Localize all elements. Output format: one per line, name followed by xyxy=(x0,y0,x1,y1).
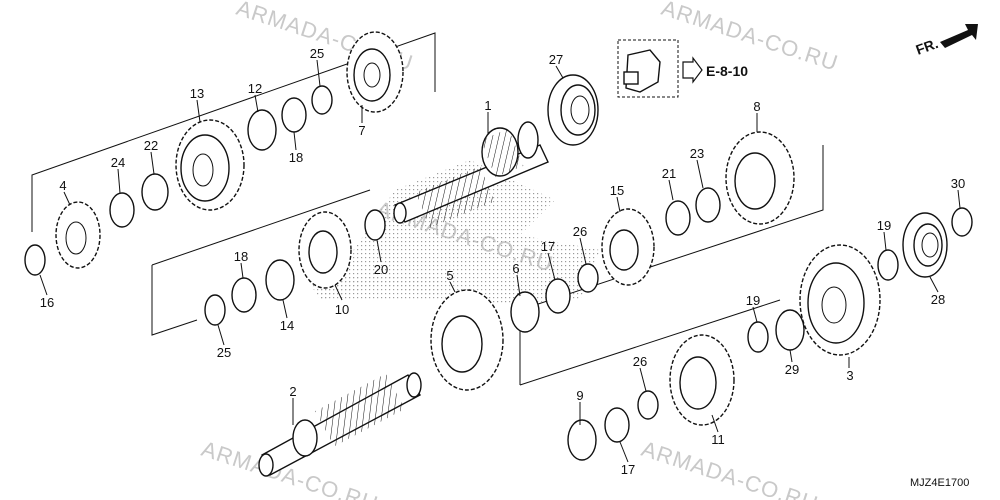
gear-5 xyxy=(430,289,504,391)
callout-label: 26 xyxy=(633,354,647,369)
washer-20 xyxy=(364,209,386,241)
bearing-28 xyxy=(902,212,948,278)
ring-parts xyxy=(24,85,973,461)
gear-15 xyxy=(601,208,655,286)
reference-dashed-box xyxy=(617,39,679,98)
callout-label: 13 xyxy=(190,86,204,101)
reference-label: E-8-10 xyxy=(706,63,748,79)
bushing-6 xyxy=(510,291,540,333)
washer-18b xyxy=(231,277,257,313)
callout-label: 16 xyxy=(40,295,54,310)
callout-label: 3 xyxy=(846,368,853,383)
callout-label: 21 xyxy=(662,166,676,181)
callout-label: 14 xyxy=(280,318,294,333)
callout-label: 19 xyxy=(746,293,760,308)
callout-label: 17 xyxy=(541,239,555,254)
washer-17b xyxy=(604,407,630,443)
callout-label: 30 xyxy=(951,176,965,191)
diagram-code: MJZ4E1700 xyxy=(910,477,969,489)
callout-label: 8 xyxy=(753,99,760,114)
callout-label: 10 xyxy=(335,302,349,317)
callout-labels: 1 2 3 4 5 6 7 8 9 10 11 12 13 14 15 16 1… xyxy=(40,46,965,477)
bearing-29 xyxy=(775,309,805,351)
callout-label: 17 xyxy=(621,462,635,477)
callout-label: 5 xyxy=(446,268,453,283)
callout-label: 4 xyxy=(59,178,66,193)
callout-label: 2 xyxy=(289,384,296,399)
callout-label: 6 xyxy=(512,261,519,276)
fr-arrow-icon xyxy=(940,24,978,48)
callout-label: 25 xyxy=(310,46,324,61)
gear-4 xyxy=(55,201,101,269)
mainshaft-part xyxy=(393,121,549,228)
bushing-12 xyxy=(247,109,277,151)
washer-19 xyxy=(877,249,899,281)
gear-11 xyxy=(669,334,735,426)
callout-label: 7 xyxy=(358,123,365,138)
callout-label: 9 xyxy=(576,388,583,403)
washer-18 xyxy=(281,97,307,133)
callout-label: 29 xyxy=(785,362,799,377)
gear-3 xyxy=(799,244,881,356)
callout-label: 19 xyxy=(877,218,891,233)
middle-group-outline xyxy=(151,265,198,336)
callout-label: 26 xyxy=(573,224,587,239)
upper-group-outline xyxy=(31,32,436,232)
front-direction-indicator: FR. xyxy=(914,24,978,58)
washer-17 xyxy=(545,278,571,314)
callout-label: 23 xyxy=(690,146,704,161)
washer-23 xyxy=(695,187,721,223)
reference-callout: E-8-10 xyxy=(617,39,748,98)
watermark-text: ARMADA-CO.RU xyxy=(638,436,821,500)
fr-label: FR. xyxy=(914,35,941,58)
washer-16 xyxy=(24,244,46,276)
gear-13 xyxy=(175,119,245,211)
washer-21 xyxy=(665,200,691,236)
stippled-logo-background xyxy=(305,160,600,305)
circlip-30 xyxy=(951,207,973,237)
callout-label: 20 xyxy=(374,262,388,277)
callout-label: 1 xyxy=(484,98,491,113)
reference-arrow-icon xyxy=(682,56,703,84)
washer-22 xyxy=(141,173,169,211)
countershaft-part xyxy=(258,372,422,477)
bearing-27 xyxy=(547,74,599,146)
circlip-25b xyxy=(204,294,226,326)
gear-7 xyxy=(346,31,404,113)
callout-label: 18 xyxy=(234,249,248,264)
callout-label: 24 xyxy=(111,155,125,170)
gear-8 xyxy=(725,131,795,225)
bushing-14 xyxy=(265,259,295,301)
callout-label: 11 xyxy=(711,432,725,447)
callout-label: 18 xyxy=(289,150,303,165)
gear-10 xyxy=(298,211,352,289)
callout-label: 22 xyxy=(144,138,158,153)
callout-label: 12 xyxy=(248,81,262,96)
washer-19b xyxy=(747,321,769,353)
circlip-26b xyxy=(637,390,659,420)
bushing-9 xyxy=(567,419,597,461)
callout-label: 28 xyxy=(931,292,945,307)
callout-label: 15 xyxy=(610,183,624,198)
shaft-end-part xyxy=(625,49,661,93)
group-outlines xyxy=(31,32,824,386)
washer-24 xyxy=(109,192,135,228)
callout-label: 27 xyxy=(549,52,563,67)
leader-lines xyxy=(39,59,961,463)
right-group-outline xyxy=(519,145,824,385)
circlip-26 xyxy=(577,263,599,293)
callout-label: 25 xyxy=(217,345,231,360)
circlip-25 xyxy=(311,85,333,115)
